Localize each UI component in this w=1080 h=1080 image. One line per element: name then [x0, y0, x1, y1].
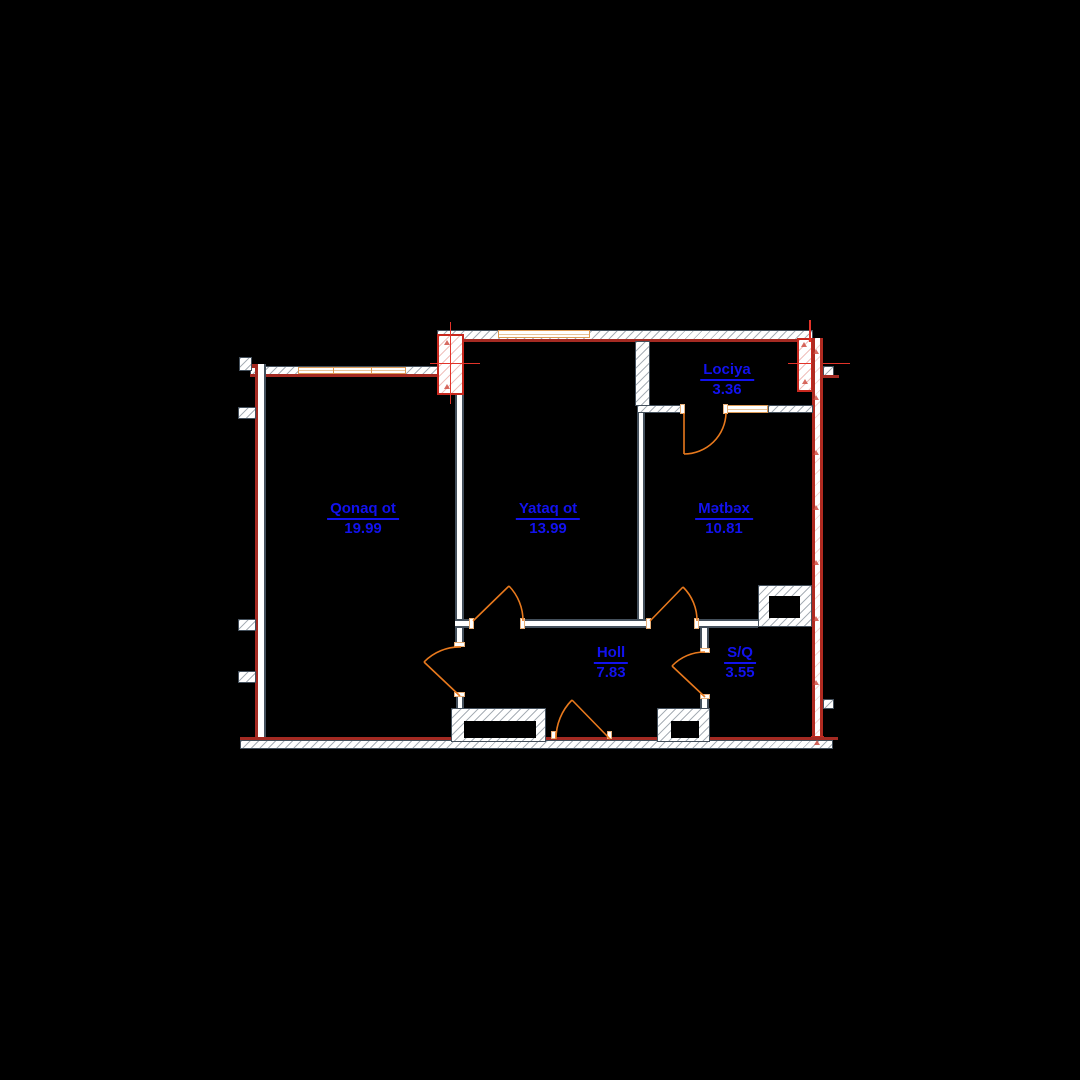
rebar-mark — [813, 395, 819, 400]
wall-living-holl-stub — [456, 696, 464, 709]
window-mullion — [371, 367, 372, 373]
room-name: S/Q — [724, 645, 756, 664]
room-name: Mətbəx — [695, 501, 753, 520]
door-sq-arc — [671, 651, 706, 667]
door-bedroom-leaf — [472, 585, 510, 622]
wall-top-red-line-right — [462, 338, 813, 342]
room-name: Qonaq ot — [327, 501, 399, 520]
rebar-mark — [813, 560, 819, 565]
door-sq-leaf — [671, 665, 706, 698]
room-area: 19.99 — [344, 520, 382, 537]
window-bedroom — [498, 330, 590, 338]
wall-holl-segment-2 — [524, 619, 650, 628]
door-bedroom-arc — [508, 585, 524, 622]
closet-left-void — [464, 721, 536, 738]
wall-holl-sq-upper — [700, 628, 709, 652]
door-living-arc — [423, 646, 462, 663]
wall-stub-left-3 — [238, 671, 256, 683]
rebar-mark — [444, 340, 450, 345]
rebar-mark — [813, 349, 819, 354]
rebar-mark — [802, 379, 808, 384]
room-label-lociya: Lociya 3.36 — [700, 362, 754, 398]
axis-crosshair-horizontal — [430, 362, 480, 364]
door-entry-leaf — [571, 699, 611, 740]
axis-crosshair-vertical — [809, 320, 811, 342]
jamb-kitchen-left — [646, 618, 651, 629]
room-label-holl: Holl 7.83 — [593, 645, 629, 681]
jamb-sq-top — [700, 648, 710, 653]
window-glass-line — [727, 409, 767, 410]
jamb-bedroom-left — [469, 618, 474, 629]
wall-top-red-line-left — [250, 373, 462, 377]
wall-stub-left-1 — [238, 407, 256, 419]
rebar-mark — [801, 342, 807, 347]
wall-bedroom-kitchen — [637, 405, 645, 628]
room-area: 13.99 — [529, 520, 567, 537]
room-area: 3.55 — [725, 664, 755, 681]
wall-stub-right-bottom — [823, 699, 834, 709]
door-living-leaf — [423, 661, 461, 697]
room-name: Yataq ot — [515, 501, 581, 520]
wall-holl-sq-lower — [700, 697, 709, 710]
window-glass-line — [499, 334, 589, 335]
room-name: Holl — [593, 645, 629, 664]
room-label-yataq: Yataq ot 13.99 — [515, 501, 581, 537]
room-area: 10.81 — [705, 520, 743, 537]
room-label-sq: S/Q 3.55 — [724, 645, 756, 681]
door-kitchen-leaf — [649, 586, 684, 622]
room-name: Lociya — [700, 362, 754, 381]
room-label-qonaq: Qonaq ot 19.99 — [327, 501, 399, 537]
wall-holl-segment-1 — [455, 619, 472, 628]
rebar-mark — [813, 616, 819, 621]
room-label-metbex: Mətbəx 10.81 — [695, 501, 753, 537]
wall-right-exterior — [812, 338, 823, 749]
vent-shaft-void — [769, 596, 800, 618]
wall-loggia-kitchen-right — [768, 405, 813, 413]
closet-right-void — [671, 721, 699, 738]
wall-living-bedroom — [455, 395, 464, 645]
room-area: 7.83 — [596, 664, 626, 681]
window-glass-line — [299, 370, 405, 372]
door-kitchen-arc — [682, 586, 698, 622]
door-entry-arc — [555, 699, 573, 740]
door-loggia-arc — [683, 412, 727, 455]
rebar-mark — [814, 740, 820, 745]
wall-holl-segment-3 — [698, 619, 758, 628]
red-line-stub-right-top — [822, 375, 839, 378]
wall-left-exterior — [255, 364, 266, 748]
room-area: 3.36 — [712, 381, 742, 398]
rebar-mark — [813, 680, 819, 685]
window-mullion — [333, 367, 334, 373]
jamb-loggia-left — [680, 404, 685, 414]
wall-stub-top-left — [239, 357, 252, 371]
wall-stub-left-2 — [238, 619, 256, 631]
rebar-mark — [813, 505, 819, 510]
rebar-mark — [813, 450, 819, 455]
rebar-mark — [444, 384, 450, 389]
